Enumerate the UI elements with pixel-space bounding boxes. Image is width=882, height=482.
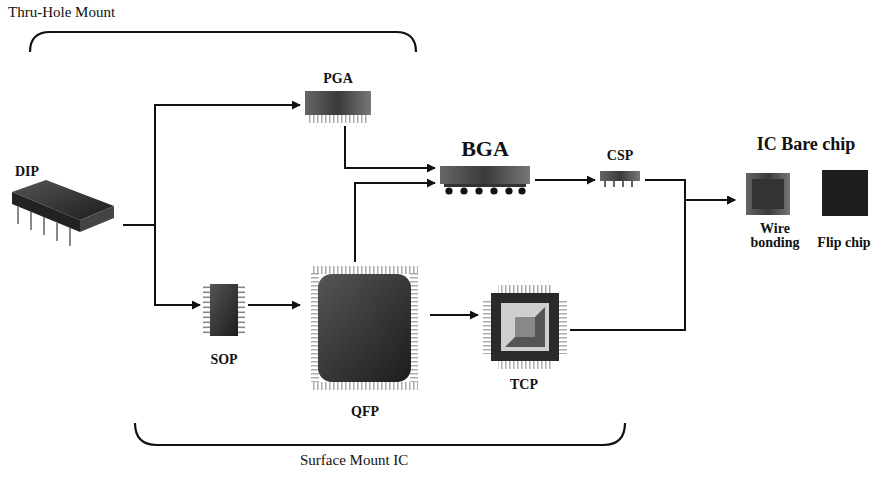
package-name: SOP	[200, 353, 248, 368]
flow-arrow	[430, 314, 478, 316]
mount-type-label: Thru-Hole Mount	[8, 4, 115, 21]
qfp-package: QFP	[300, 262, 430, 424]
package-name: BGA	[435, 137, 535, 160]
flow-arrow	[123, 105, 300, 225]
mount-type-label: Surface Mount IC	[300, 452, 408, 469]
package-name: PGA	[300, 72, 376, 87]
bare-chip-group: IC Bare chipWire bondingFlip chip	[735, 133, 877, 255]
flow-arrow	[248, 304, 300, 306]
sop-package: SOP	[200, 275, 248, 370]
tcp-package: TCP	[478, 283, 570, 395]
pga-package: PGA	[300, 70, 376, 126]
package-name: DIP	[15, 165, 123, 180]
package-name: IC Bare chip	[735, 135, 877, 154]
dip-package: DIP	[5, 160, 123, 250]
wire-bonding-chip: Wire bonding	[739, 169, 811, 251]
bga-package: BGA	[435, 135, 535, 199]
flow-arrow	[645, 180, 735, 200]
flow-arrow	[535, 179, 595, 181]
package-name: TCP	[478, 378, 570, 393]
flow-arrow	[345, 126, 435, 168]
package-name: QFP	[300, 405, 430, 420]
flow-arrow	[123, 225, 200, 305]
csp-package: CSP	[595, 146, 645, 190]
flow-arrow	[570, 200, 735, 330]
flow-arrow	[355, 183, 435, 262]
package-name: Flip chip	[813, 236, 875, 251]
package-name: CSP	[595, 149, 645, 164]
flip-chip: Flip chip	[813, 169, 875, 251]
package-name: Wire bonding	[739, 222, 811, 251]
